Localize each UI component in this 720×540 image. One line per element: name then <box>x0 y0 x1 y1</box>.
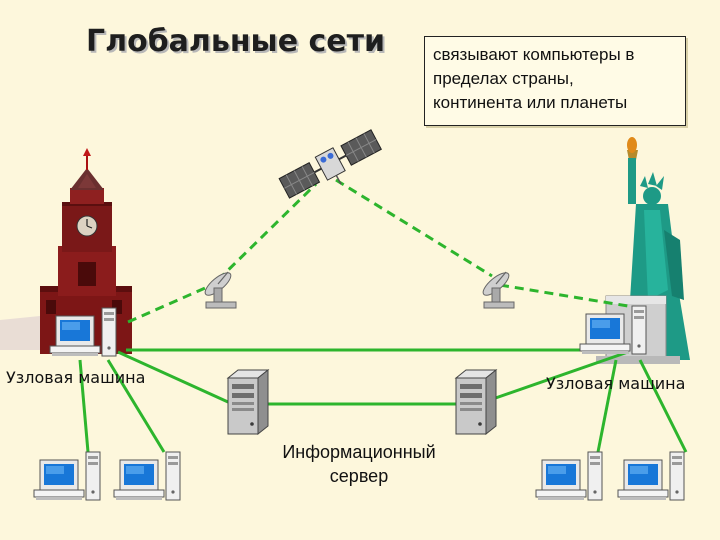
satellite-dish-icon <box>479 268 515 309</box>
node-label-left: Узловая машина <box>6 368 146 387</box>
server-icon <box>227 369 269 435</box>
computer-icon <box>113 451 181 501</box>
computer-icon <box>535 451 603 501</box>
description-line: пределах страны, <box>433 69 574 88</box>
page-title: Глобальные сети <box>86 24 386 59</box>
computer-icon <box>33 451 101 501</box>
description-line: связывают компьютеры в <box>433 45 635 64</box>
server-label-line: Информационный <box>282 442 436 462</box>
server-label: Информационный сервер <box>262 440 456 488</box>
server-icon <box>455 369 497 435</box>
wireless-links <box>127 178 641 324</box>
description-line: континента или планеты <box>433 93 628 112</box>
server-label-line: сервер <box>329 466 389 486</box>
satellite-icon <box>278 129 382 199</box>
satellite-dish-icon <box>201 268 237 309</box>
node-label-right: Узловая машина <box>546 374 686 393</box>
description-box: связывают компьютеры в пределах страны, … <box>424 36 686 126</box>
network-links <box>78 348 688 453</box>
computer-icon <box>617 451 685 501</box>
kremlin-tower-icon <box>0 148 132 354</box>
